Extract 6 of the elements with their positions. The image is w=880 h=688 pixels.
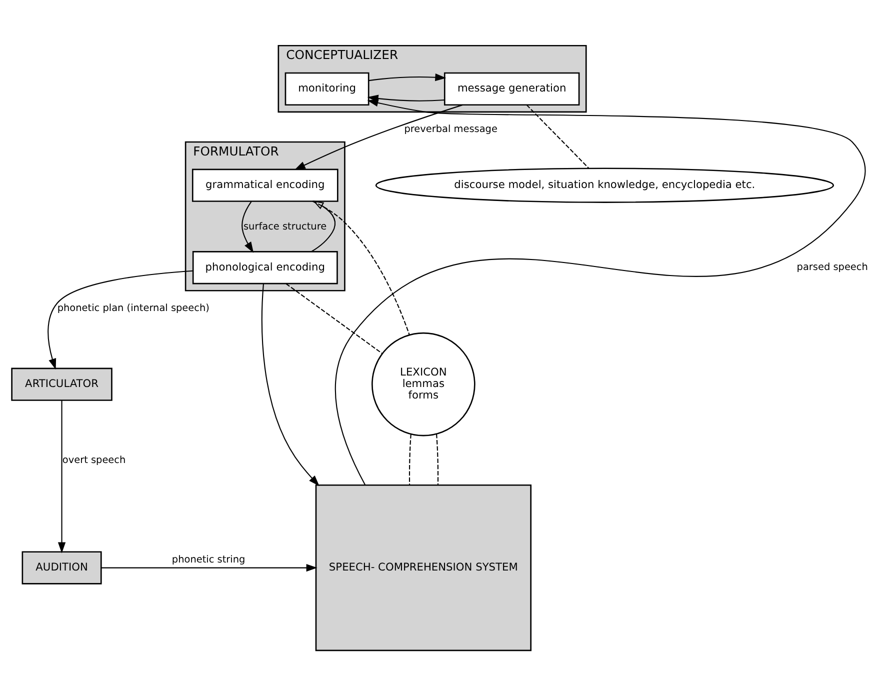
edge-label: parsed speech — [796, 262, 868, 273]
edge-label: phonetic string — [172, 554, 246, 565]
edge-label: surface structure — [243, 220, 327, 232]
edge-label: overt speech — [62, 454, 126, 466]
edge-label: preverbal message — [404, 124, 498, 135]
edge-label: phonetic plan (internal speech) — [57, 302, 210, 314]
